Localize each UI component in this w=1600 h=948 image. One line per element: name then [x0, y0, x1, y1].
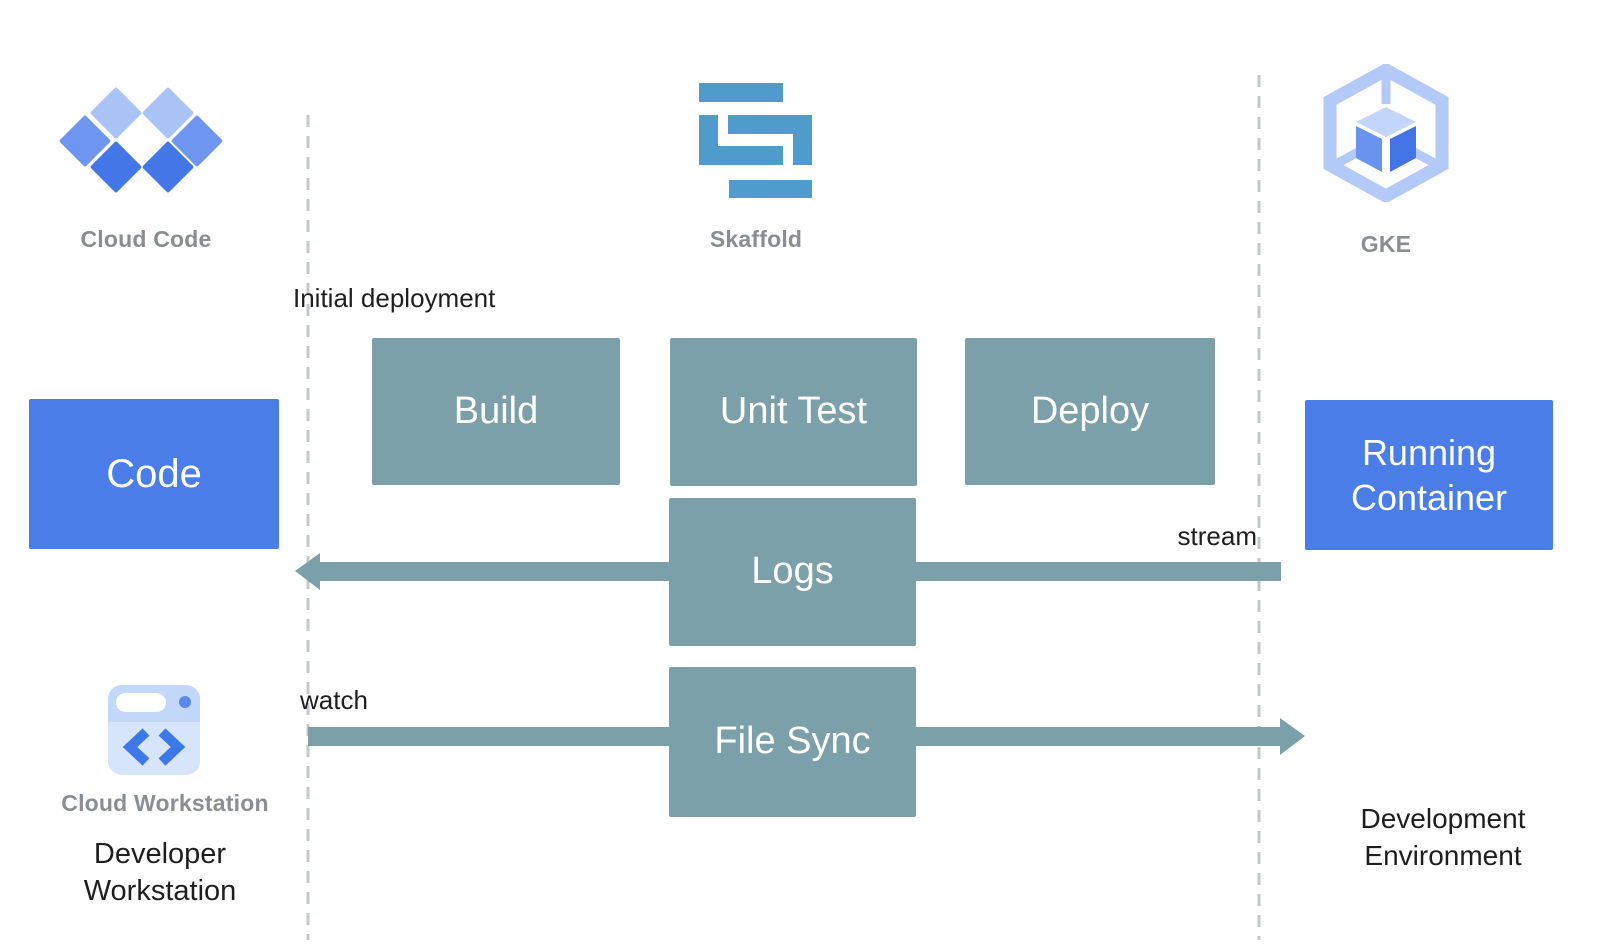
running-container-node: Running Container — [1305, 400, 1553, 550]
logs-node: Logs — [669, 498, 916, 646]
stream-label: stream — [1177, 521, 1257, 551]
skaffold-bar — [699, 83, 783, 102]
watch-label: watch — [300, 685, 368, 715]
deploy-node: Deploy — [965, 338, 1215, 485]
skaffold-bar — [699, 146, 783, 165]
initial-deployment-label: Initial deployment — [293, 283, 496, 313]
gke-label: GKE — [1360, 231, 1412, 257]
build-node: Build — [372, 338, 620, 485]
skaffold-bar — [728, 115, 812, 134]
skaffold-icon — [699, 83, 812, 198]
code-node: Code — [29, 399, 279, 549]
skaffold-label: Skaffold — [709, 226, 803, 252]
running-container-node-label: Running Container — [1350, 432, 1508, 518]
cloud-code-icon — [58, 86, 224, 194]
skaffold-bar — [793, 115, 812, 165]
cloud-workstation-label: Cloud Workstation — [61, 790, 269, 816]
skaffold-bar — [729, 180, 812, 198]
deploy-node-label: Deploy — [1030, 389, 1150, 432]
unit-test-node-label: Unit Test — [719, 390, 868, 433]
cloud-workstation-icon — [108, 685, 200, 775]
unit-test-node: Unit Test — [670, 338, 917, 486]
logs-node-label: Logs — [751, 550, 834, 593]
code-node-label: Code — [106, 452, 202, 496]
gke-icon — [1323, 64, 1449, 202]
developer-workstation-label: Developer Workstation — [83, 838, 237, 907]
cloud-code-label: Cloud Code — [80, 226, 212, 252]
file-sync-node-label: File Sync — [714, 720, 871, 763]
development-environment-label: Development Environment — [1360, 803, 1526, 871]
build-node-label: Build — [453, 389, 539, 432]
file-sync-node: File Sync — [669, 667, 916, 817]
